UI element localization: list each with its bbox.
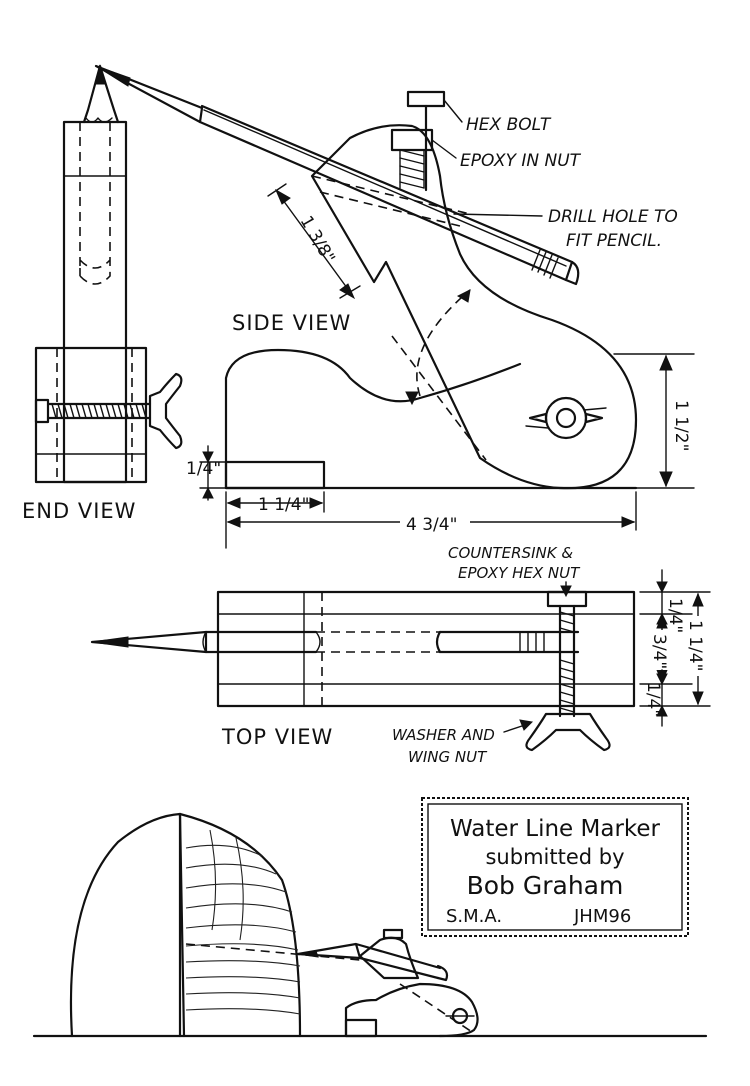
side-view-hex-head <box>406 90 446 108</box>
callout-drill-hole-line2: FIT PENCIL. <box>566 231 662 251</box>
dimension-top-edge-upper: 1/4" <box>665 598 685 633</box>
callout-countersink-line1: COUNTERSINK & <box>448 544 573 562</box>
side-view-swing-arc <box>416 289 471 397</box>
end-view-drawing <box>34 64 183 484</box>
dimension-top-width: 3/4" <box>649 634 669 669</box>
dimension-slot: 1 3/8" <box>267 183 361 300</box>
hull-bow-outline <box>69 812 182 1038</box>
top-view-drawing <box>90 590 636 752</box>
usage-illustration <box>32 812 708 1038</box>
side-view-label: SIDE VIEW <box>232 311 351 335</box>
top-view-dimensions: 1/4" 3/4" 1/4" 1 1/4" <box>639 569 714 727</box>
side-view-base-step <box>224 460 326 490</box>
side-view-callouts: HEX BOLT EPOXY IN NUT DRILL HOLE TO FIT … <box>431 99 678 251</box>
side-view-wing-nut <box>525 396 607 440</box>
title-line4-left: S.M.A. <box>446 906 502 927</box>
top-view-label: TOP VIEW <box>221 725 333 749</box>
title-line1: Water Line Marker <box>450 816 661 842</box>
top-view-block <box>216 590 636 708</box>
callout-hex-bolt: HEX BOLT <box>466 115 552 135</box>
hull-planking <box>185 829 301 1015</box>
dimension-height-label: 1 1/2" <box>671 400 691 451</box>
callout-countersink-line2: EPOXY HEX NUT <box>458 564 581 582</box>
top-view-callouts: COUNTERSINK & EPOXY HEX NUT WASHER AND W… <box>392 544 581 766</box>
end-view-threaded-bolt <box>46 402 152 420</box>
dimension-base-step: 1 1/4" <box>225 491 325 549</box>
dimension-height: 1 1/2" <box>613 353 695 489</box>
title-line2: submitted by <box>485 845 624 869</box>
title-line3: Bob Graham <box>467 871 624 900</box>
hull-section <box>178 812 302 1038</box>
top-view-pencil-tip <box>90 630 208 654</box>
side-view-clamp-body <box>310 124 638 490</box>
dimension-top-overall: 1 1/4" <box>685 620 705 671</box>
side-view-base <box>224 348 522 490</box>
side-view-drawing <box>94 64 638 490</box>
dimension-overall-length-label: 4 3/4" <box>406 515 457 535</box>
dimension-top-edge-lower: 1/4" <box>643 682 663 717</box>
callout-washer-line2: WING NUT <box>408 748 488 766</box>
end-view-wing-nut <box>148 372 183 450</box>
dimension-base-thickness-label: 1/4" <box>186 459 221 479</box>
dimension-slot-label: 1 3/8" <box>296 213 339 268</box>
dimension-base-step-label: 1 1/4" <box>258 495 309 515</box>
top-view-threaded-bolt <box>558 604 576 718</box>
title-line4-right: JHM96 <box>573 906 631 927</box>
callout-epoxy-in-nut: EPOXY IN NUT <box>460 151 582 171</box>
callout-drill-hole-line1: DRILL HOLE TO <box>548 207 678 227</box>
callout-washer-line1: WASHER AND <box>392 726 495 744</box>
dimension-base-thickness: 1/4" <box>186 445 227 501</box>
top-view-wing-nut <box>525 712 611 752</box>
title-block: Water Line Marker submitted by Bob Graha… <box>421 797 689 937</box>
side-view-pencil <box>94 64 580 286</box>
end-view-label: END VIEW <box>22 499 136 523</box>
dimension-overall-length: 4 3/4" <box>226 491 637 535</box>
